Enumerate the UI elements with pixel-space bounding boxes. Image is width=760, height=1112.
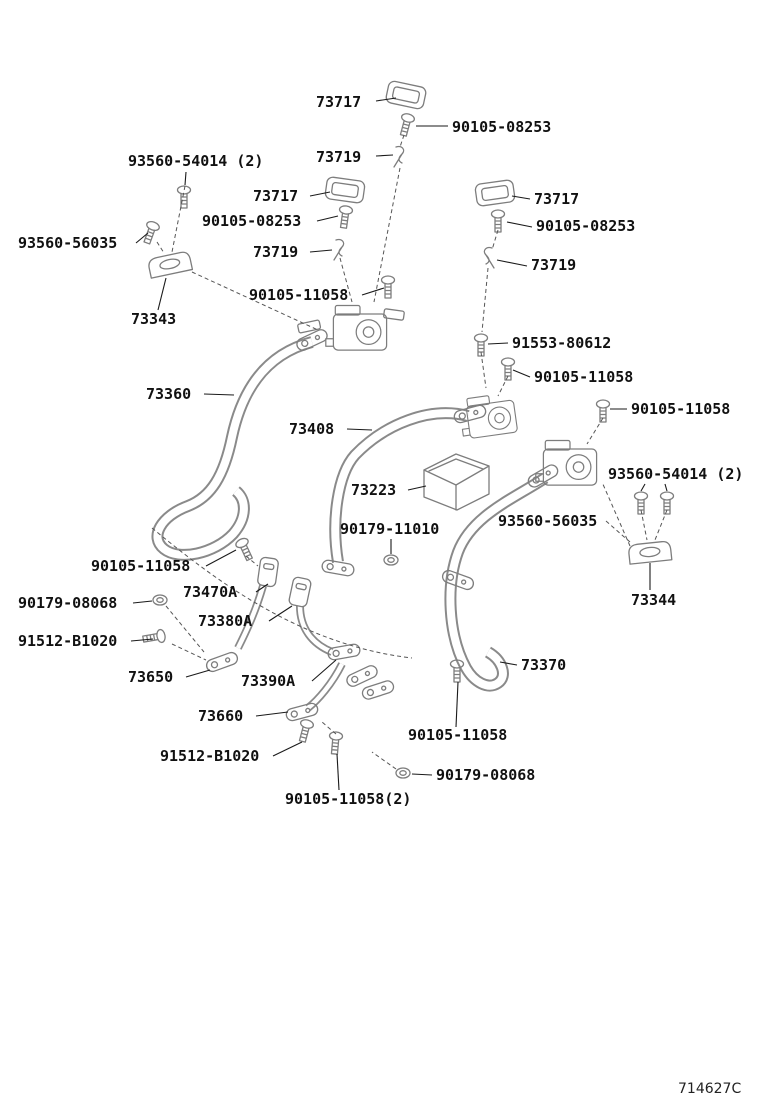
part-label-73390a: 73390A [241,672,296,690]
screw-90105-08253-right [490,209,506,233]
leader-lines [130,97,668,791]
bracket-73344 [627,540,673,565]
part-label-73650: 73650 [128,668,174,686]
drawing-number: 714627C [678,1081,742,1097]
part-label-90105-11058-d: 90105-11058 [91,557,191,575]
cover-part-right [474,178,516,208]
part-label-90105-11058-b: 90105-11058 [534,368,634,386]
retractor-center [325,304,388,351]
part-label-73344: 73344 [631,591,677,609]
cover-part-mid [324,175,366,205]
part-label-73717-mid: 73717 [253,187,299,205]
part-label-90105-11058-c: 90105-11058 [631,400,731,418]
buckle-73470a [256,556,280,588]
part-label-93560-54014-left: 93560-54014 (2) [128,152,264,170]
buckle-73380a [287,575,313,609]
nut-90179-08068-bottom [395,767,411,779]
part-label-91512-b1020-left: 91512-B1020 [18,632,118,650]
screw-90105-08253-mid [336,204,354,230]
dashed-relation-lines [151,134,668,770]
part-label-91553-80612: 91553-80612 [512,334,612,352]
part-label-90179-11010: 90179-11010 [340,520,440,538]
part-label-90105-08253-right: 90105-08253 [536,217,636,235]
part-label-73380a: 73380A [198,612,253,630]
part-label-90179-08068-bottom: 90179-08068 [436,766,536,784]
part-label-90105-08253-top: 90105-08253 [452,118,552,136]
bolt-90105-11058-f [327,730,344,756]
part-label-90105-11058-e: 90105-11058 [408,726,508,744]
bolt-91512-b1020-left [141,628,167,647]
clip-top [393,145,405,168]
part-label-90179-08068-left: 90179-08068 [18,594,118,612]
part-label-91512-b1020-bottom: 91512-B1020 [160,747,260,765]
part-label-73370: 73370 [521,656,567,674]
part-label-93560-56035-left: 93560-56035 [18,234,118,252]
part-label-73408: 73408 [289,420,335,438]
part-label-73470a: 73470A [183,583,238,601]
part-label-73660: 73660 [198,707,244,725]
part-label-90105-11058-qty2: 90105-11058(2) [285,790,412,808]
retractor-mid [457,391,519,440]
tray-73223 [423,453,490,511]
screw-90105-08253-top [396,111,416,138]
part-label-73717-top: 73717 [316,93,362,111]
part-label-73360: 73360 [146,385,192,403]
bracket-73343 [146,250,194,279]
screw-93560-56035-left [140,219,162,246]
belt-end-73408 [320,558,356,578]
part-label-73719-right: 73719 [531,256,577,274]
part-line-art [140,79,675,779]
bolt-90105-11058-a [380,275,396,299]
anchor-plate-73390a [326,642,362,662]
nut-90179-11010 [383,554,399,566]
part-label-93560-56035-right: 93560-56035 [498,512,598,530]
part-label-90105-11058-a: 90105-11058 [249,286,349,304]
part-label-73719-mid: 73719 [253,243,299,261]
bolt-91512-b1020-bottom [295,717,315,744]
part-label-73719-top: 73719 [316,148,362,166]
clip-mid [333,238,345,261]
part-label-73343: 73343 [131,310,177,328]
anchor-plate-center-2 [360,678,396,702]
anchor-plate-73650 [204,650,240,674]
bolt-90105-11058-d [233,535,257,563]
nut-90179-08068-left [152,594,168,606]
clip-right [483,246,495,269]
part-label-73223: 73223 [351,481,397,499]
part-label-93560-54014-right: 93560-54014 (2) [608,465,744,483]
part-label-90105-08253-mid: 90105-08253 [202,212,302,230]
part-label-73717-right: 73717 [534,190,580,208]
cover-part-top [384,79,428,111]
